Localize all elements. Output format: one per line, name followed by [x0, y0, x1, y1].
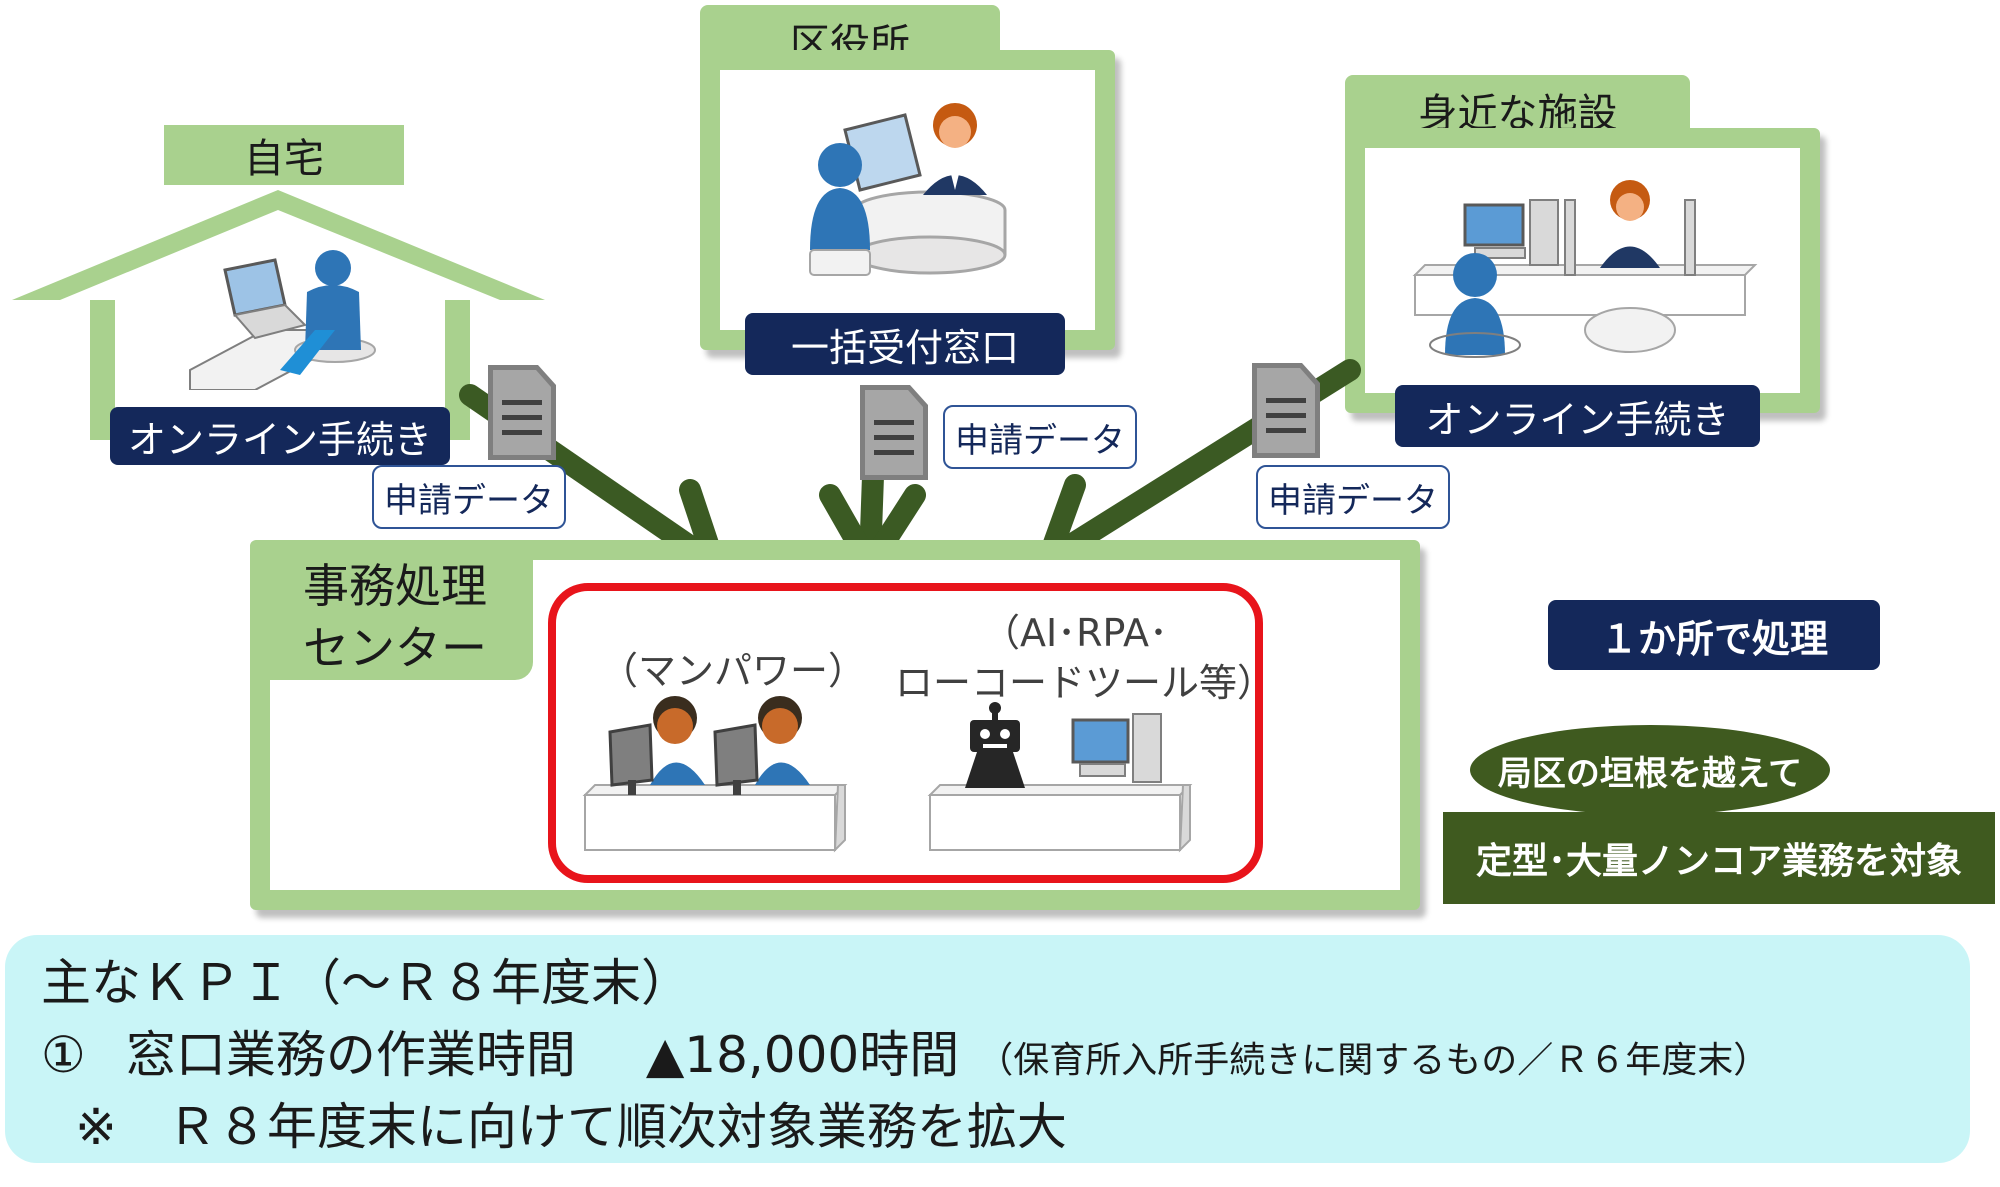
kpi-item-1-value: ▲18,000時間 [645, 1026, 960, 1084]
home-title: 自宅 [164, 125, 404, 185]
home-data-tag: 申請データ [372, 465, 566, 529]
manpower-label: （マンパワー） [600, 649, 867, 693]
robot-computer-icon [927, 702, 1193, 853]
automation-label-line2: ローコードツール等） [895, 661, 1276, 705]
kpi-note: ※ Ｒ８年度末に向けて順次対象業務を拡大 [75, 1098, 1067, 1156]
target-work-banner: 定型･大量ノンコア業務を対象 [1443, 812, 1995, 904]
kpi-item-1-number: ① [41, 1026, 86, 1084]
one-place-processing-badge: １か所で処理 [1548, 600, 1880, 670]
ward-data-doc-icon [860, 385, 928, 480]
nearby-facility-online-label: オンライン手続き [1395, 385, 1760, 447]
processing-center-title-line1: 事務処理 [303, 559, 487, 613]
processing-center-title-block [255, 545, 533, 680]
ward-data-tag: 申請データ [943, 405, 1137, 469]
home-online-label: オンライン手続き [110, 407, 450, 465]
processing-center-title-line2: センター [303, 621, 487, 675]
counter-service-icon [809, 103, 1007, 276]
kpi-item-1-label: 窓口業務の作業時間 [125, 1026, 576, 1084]
facility-data-tag: 申請データ [1256, 465, 1450, 529]
focus-highlight-box [548, 583, 1263, 883]
kpi-item-1: ① 窓口業務の作業時間 ▲18,000時間 （保育所入所手続きに関するもの／Ｒ６年度末… [41, 1015, 1769, 1087]
manpower-workers-icon [582, 696, 848, 853]
terminal-desk-icon [1412, 180, 1758, 358]
processing-center-title: 事務処理 センター [270, 555, 520, 679]
home-laptop-user-icon [189, 250, 376, 390]
kpi-panel: 主なＫＰＩ（～Ｒ８年度末） ① 窓口業務の作業時間 ▲18,000時間 （保育所入所手… [5, 935, 1970, 1163]
kpi-item-1-note: （保育所入所手続きに関するもの／Ｒ６年度末） [977, 1040, 1770, 1081]
automation-label: （AI･RPA･ ローコードツール等） [895, 608, 1276, 708]
kpi-title: 主なＫＰＩ（～Ｒ８年度末） [41, 954, 691, 1012]
cross-bureau-ellipse: 局区の垣根を越えて [1470, 725, 1830, 815]
home-data-doc-icon [488, 365, 556, 460]
facility-data-doc-icon [1252, 363, 1320, 458]
flow-arrows [459, 359, 1361, 587]
automation-label-line1: （AI･RPA･ [981, 611, 1169, 655]
ward-office-counter-label: 一括受付窓口 [745, 313, 1065, 375]
